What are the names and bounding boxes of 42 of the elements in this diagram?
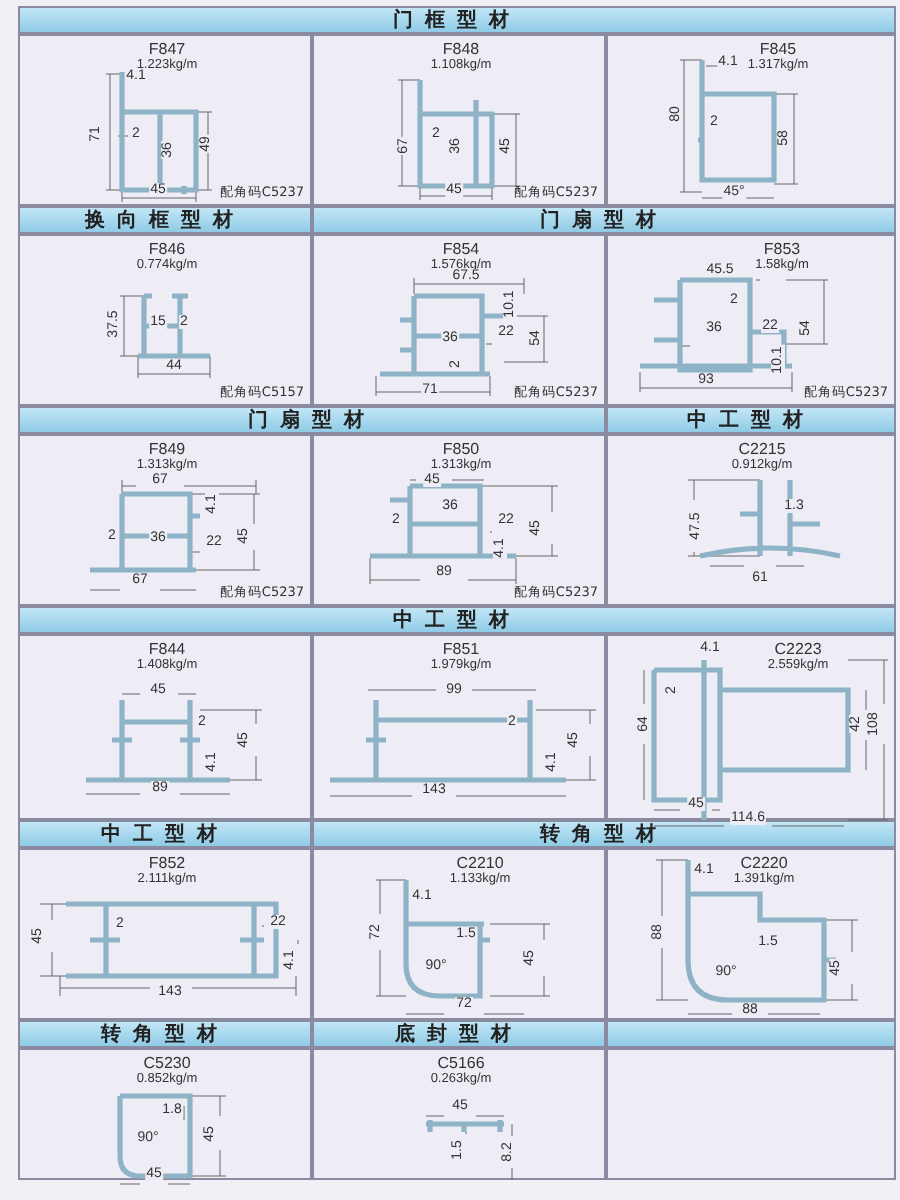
profile-cell [312, 848, 606, 1020]
profile-cell [312, 34, 606, 206]
profile-code: F850 [442, 440, 480, 458]
section-header: 转角型材 [18, 1020, 312, 1048]
profile-cell [606, 34, 896, 206]
profile-code: F848 [442, 40, 480, 58]
section-header: 底封型材 [312, 1020, 606, 1048]
profile-code: F847 [148, 40, 186, 58]
profile-code: F849 [148, 440, 186, 458]
profile-cell [18, 34, 312, 206]
profile-cell [312, 1048, 606, 1180]
profile-cell [312, 434, 606, 606]
profile-cell [18, 434, 312, 606]
profile-cell [312, 234, 606, 406]
profile-code: F844 [148, 640, 186, 658]
profile-cell [606, 234, 896, 406]
profile-code: F853 [763, 240, 801, 258]
profile-cell [18, 1048, 312, 1180]
profile-code: C2220 [740, 854, 788, 872]
profile-code: C5230 [143, 1054, 191, 1072]
profile-code: F845 [759, 40, 797, 58]
profile-code: C2215 [738, 440, 786, 458]
profile-cell [606, 434, 896, 606]
profile-code: C5166 [437, 1054, 485, 1072]
section-header: 中工型材 [18, 606, 896, 634]
section-header: 中工型材 [18, 820, 312, 848]
profile-cell [18, 234, 312, 406]
profile-code: F851 [442, 640, 480, 658]
profile-code: F846 [148, 240, 186, 258]
profile-code: C2223 [774, 640, 822, 658]
section-header: 换向框型材 [18, 206, 312, 234]
profile-cell [18, 634, 312, 820]
section-header: 转角型材 [312, 820, 896, 848]
section-header: 门扇型材 [18, 406, 606, 434]
section-header: 门扇型材 [312, 206, 896, 234]
profile-cell [312, 634, 606, 820]
section-header: 中工型材 [606, 406, 896, 434]
profile-cell [606, 848, 896, 1020]
section-header: 门框型材 [18, 6, 896, 34]
profile-code: F854 [442, 240, 480, 258]
profile-code: C2210 [456, 854, 504, 872]
profile-code: F852 [148, 854, 186, 872]
